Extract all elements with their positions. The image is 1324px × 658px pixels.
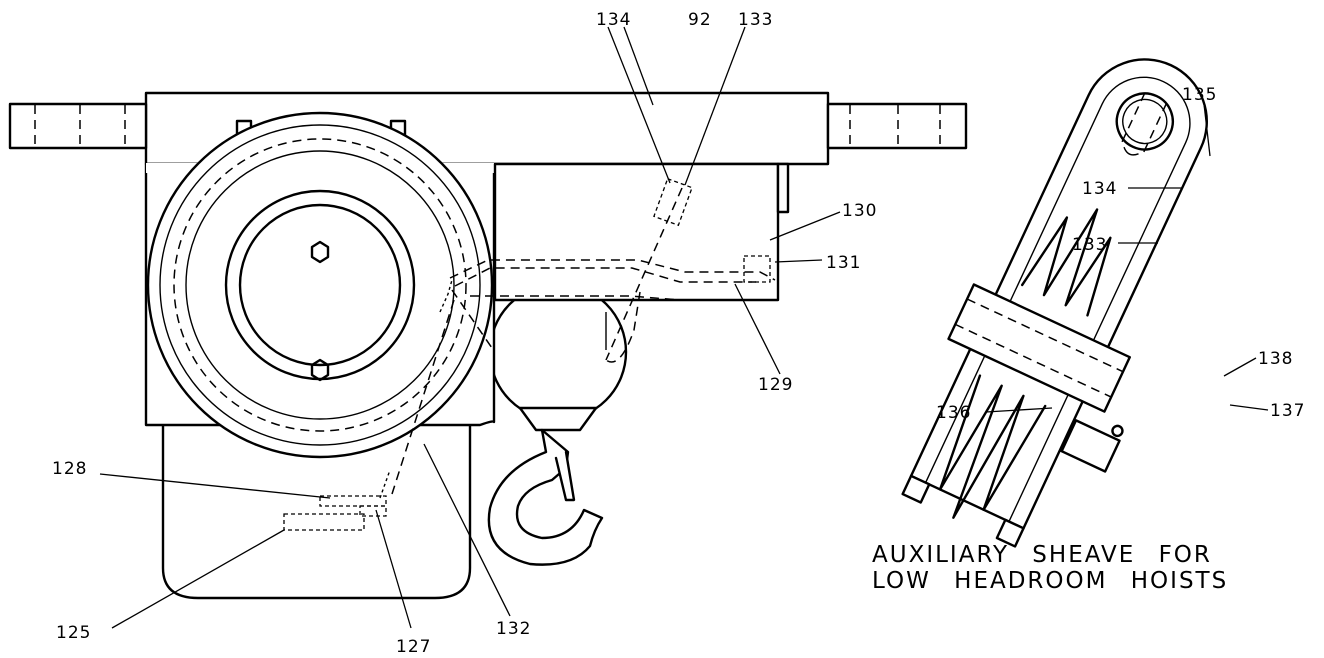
limit-switch-linkage	[283, 177, 776, 531]
callout-125: 125	[56, 623, 91, 643]
callout-129: 129	[758, 375, 793, 395]
callout-137: 137	[1270, 401, 1305, 421]
auxiliary-sheave	[901, 58, 1208, 548]
callout-135: 135	[1182, 85, 1217, 105]
motor-housing	[493, 162, 790, 302]
trolley-beam	[8, 91, 968, 166]
hoist-assembly	[8, 91, 968, 600]
aux-leader-lines	[985, 103, 1269, 413]
callout-128: 128	[52, 459, 87, 479]
caption-line-2: LOW HEADROOM HOISTS	[872, 568, 1229, 594]
callout-92: 92	[688, 10, 712, 30]
hook-block	[487, 282, 628, 566]
callout-133-main: 133	[738, 10, 773, 30]
callout-127: 127	[396, 637, 431, 657]
callout-130: 130	[842, 201, 877, 221]
callout-134-aux: 134	[1082, 179, 1117, 199]
callout-132: 132	[496, 619, 531, 639]
callout-133-aux: 133	[1072, 235, 1107, 255]
leader-lines	[99, 26, 841, 629]
callout-131: 131	[826, 253, 861, 273]
caption-line-1: AUXILIARY SHEAVE FOR	[872, 542, 1212, 568]
callout-136: 136	[936, 403, 971, 423]
callout-138: 138	[1258, 349, 1293, 369]
callout-134-main: 134	[596, 10, 631, 30]
hoist-drum	[146, 111, 494, 459]
